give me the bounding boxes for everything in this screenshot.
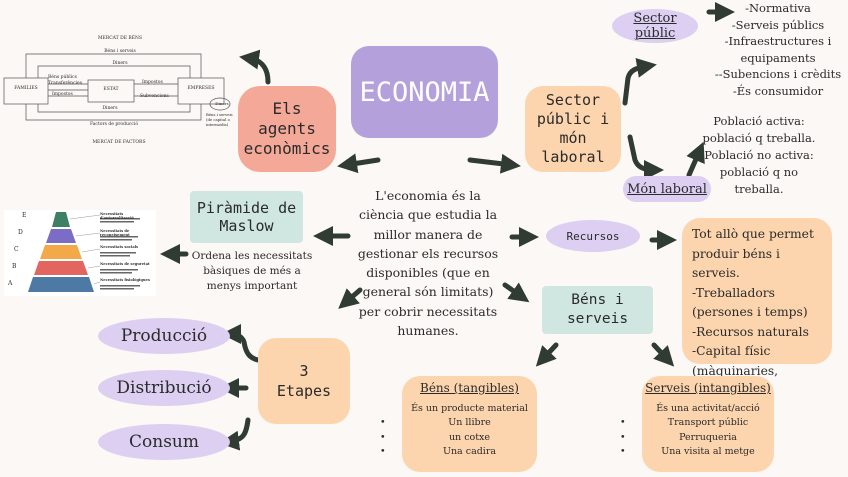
capital-note: Béns i serveis (de capital o intermedis) (206, 112, 238, 127)
etapes-box: 3 Etapes (258, 338, 350, 424)
diners-small-label: Diners (212, 101, 232, 106)
sector-laboral-box: Sector públic i món laboral (525, 86, 621, 172)
public-item: -És consumidor (708, 83, 848, 100)
maslow-label: Piràmide de Maslow (192, 199, 301, 235)
arrow-to-mon-laboral (630, 137, 655, 170)
mon-laboral-pill-label: Món laboral (627, 182, 707, 197)
recursos-pill: Recursos (546, 220, 640, 252)
sector-public-list: -Normativa -Serveis públics -Infraestruc… (708, 0, 848, 99)
arrow-to-consum (228, 420, 248, 442)
bens-tangibles-card: Béns (tangibles) És un producte material… (402, 376, 537, 472)
public-item: -Serveis públics (708, 17, 848, 34)
maslow-box: Piràmide de Maslow (190, 191, 303, 243)
etapa-consum-label: Consum (129, 432, 199, 452)
impostos-left-label: Impostos (52, 92, 82, 97)
pyramid-letter: A (8, 280, 16, 287)
circular-flow-diagram: MERCAT DE BÉNS Béns i serveis Diners FAM… (0, 30, 238, 150)
economia-title: ECONOMIA (359, 77, 489, 108)
arrow-to-bens-serveis (505, 285, 522, 297)
pyramid-level-e: Necessitats d'autorealització (100, 212, 156, 220)
recursos-item: -Treballadors (persones i temps) (692, 284, 826, 323)
bens-title: Béns (tangibles) (402, 381, 537, 396)
serveis-title: Serveis (intangibles) (642, 381, 774, 396)
public-item: --Subencions i crèdits (708, 66, 848, 83)
etapa-produccio: Producció (98, 318, 230, 354)
families-node: FAMILIES (6, 86, 46, 91)
recursos-def: Tot allò que permet produir béns i serve… (692, 225, 826, 284)
bens-item: Una cadira (402, 445, 537, 460)
serveis-item: Transport públic (642, 416, 774, 431)
diners-bottom-label: Diners (95, 106, 125, 111)
poblacio-text: Població activa: població q treballa. Po… (696, 113, 822, 198)
pyramid-level-c: Necessitats socials (100, 245, 156, 249)
pyramid-graphic (4, 210, 156, 296)
economia-title-box: ECONOMIA (351, 46, 498, 138)
arrow-to-bens (542, 345, 556, 360)
etapa-distribucio-label: Distribució (116, 378, 211, 398)
recursos-pill-label: Recursos (567, 230, 620, 243)
etapes-label: 3 Etapes (272, 361, 336, 401)
arrow-to-produccio (230, 334, 258, 360)
arrow-to-circular-flow (248, 58, 268, 82)
maslow-pyramid-image: Necessitats d'autorealització Necessitat… (4, 210, 156, 296)
public-item: -Normativa (708, 0, 848, 17)
agents-box: Els agents econòmics (238, 86, 336, 172)
poblacio-no-activa: Població no activa: població q no trebal… (696, 147, 822, 198)
public-item: -Infraestructures i equipaments (708, 33, 848, 66)
bens-serveis-label: Béns i serveis (542, 291, 653, 329)
arrow-to-serveis (654, 345, 668, 360)
etapa-consum: Consum (98, 424, 230, 460)
arrow-to-sector-public (625, 66, 648, 103)
recursos-item: -Recursos naturals (692, 323, 826, 343)
bens-subtitle: És un producte material (402, 402, 537, 417)
pyramid-letter: D (18, 229, 26, 236)
sector-public-pill: Sector públic (612, 9, 698, 43)
transferencies-label: Transferències (48, 81, 88, 86)
bens-item: Un llibre (402, 416, 537, 431)
bens-serveis-box: Béns i serveis (542, 286, 653, 334)
economia-definition: L'economia és la ciència que estudia la … (352, 186, 504, 340)
pyramid-letter: C (14, 246, 22, 253)
recursos-description: Tot allò que permet produir béns i serve… (682, 218, 832, 364)
pyramid-letter: B (12, 263, 20, 270)
etapa-produccio-label: Producció (121, 326, 207, 346)
impostos-right-label: Impostos (142, 80, 172, 85)
sector-laboral-label: Sector públic i món laboral (529, 91, 617, 167)
serveis-intangibles-card: Serveis (intangibles) És una activitat/a… (642, 376, 774, 472)
mercat-factors-label: MERCAT DE FACTORS (84, 140, 154, 145)
serveis-subtitle: És una activitat/acció (642, 402, 774, 417)
bens-publics-label: Béns públics (48, 75, 88, 80)
factors-label: Factors de producció (84, 122, 144, 127)
bens-item: un cotxe (402, 431, 537, 446)
etapa-distribucio: Distribució (98, 370, 230, 406)
pyramid-level-a: Necessitats fisiològiques (100, 278, 156, 282)
subvencions-label: Subvencions (140, 94, 174, 99)
maslow-description: Ordena les necessitats bàsiques de més a… (190, 249, 314, 294)
sector-public-pill-label: Sector públic (612, 11, 698, 41)
pyramid-level-d: Necessitats de reconeixement (100, 229, 156, 237)
agents-label: Els agents econòmics (242, 99, 332, 159)
arrow-to-sector (470, 160, 512, 165)
arrow-to-agents (346, 160, 378, 165)
serveis-item: Perruqueria (642, 431, 774, 446)
serveis-item: Una visita al metge (642, 445, 774, 460)
pyramid-letter: E (22, 212, 30, 219)
poblacio-activa: Població activa: població q treballa. (696, 113, 822, 147)
empreses-node: EMPRESES (180, 86, 222, 91)
estat-node: ESTAT (90, 87, 132, 92)
pyramid-level-b: Necessitats de seguretat (100, 262, 156, 266)
